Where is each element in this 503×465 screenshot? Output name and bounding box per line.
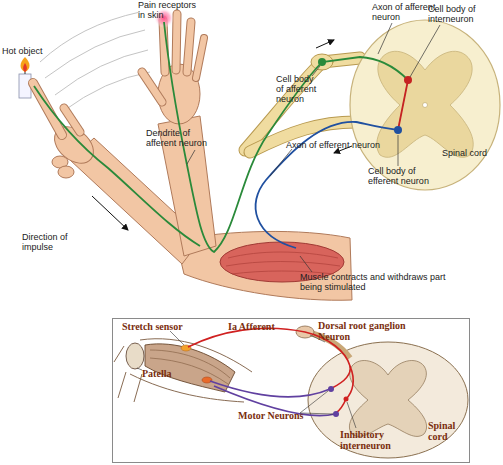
interneuron: [404, 76, 412, 84]
raised-arm: [176, 14, 177, 70]
leader-lines: [410, 25, 440, 77]
leader-lines: [270, 149, 292, 176]
interneuron: [398, 76, 412, 130]
leader-lines: [187, 150, 195, 164]
motor-neuron: [333, 411, 339, 417]
callout-label: Motor Neurons: [238, 410, 323, 421]
raised-arm: [196, 38, 204, 78]
ia-afferent: [346, 366, 353, 399]
callout-label: Spinal cord: [442, 148, 500, 158]
knee-sketch: [126, 343, 144, 369]
candle: [21, 57, 30, 72]
motor-neuron: [328, 386, 334, 392]
callout-label: Inhibitory interneuron: [340, 429, 406, 451]
spinal-cord-section: [350, 20, 500, 190]
interneuron: [398, 80, 408, 130]
motion-lines: [62, 72, 150, 112]
raised-arm: [187, 22, 191, 72]
afferent-neuron: [164, 22, 408, 252]
callout-label: Dendrite of afferent neuron: [146, 128, 218, 148]
raised-arm: [187, 22, 191, 72]
spinal-cord-sketch: [308, 342, 468, 458]
stretch-reflex-panel: [113, 319, 470, 463]
efferent-neuron: [394, 126, 402, 134]
callout-label: Direction of impulse: [22, 232, 82, 252]
stretch-reflex-panel: [113, 319, 470, 463]
afferent-neuron: [318, 58, 326, 66]
raised-arm: [176, 14, 177, 70]
callout-label: Ia Afferent: [228, 321, 300, 332]
callout-label: Hot object: [2, 46, 62, 56]
panel-leader-lines: [170, 331, 184, 345]
motion-lines: [40, 12, 140, 62]
knee-sketch: [134, 374, 142, 402]
callout-label: Cell body of interneuron: [428, 4, 490, 24]
callout-label: Pain receptors in skin: [138, 0, 204, 20]
impulse-arrows: [92, 40, 352, 230]
candle: [19, 57, 31, 98]
nerve-roots: [311, 54, 333, 70]
panel-leader-lines: [347, 402, 356, 428]
nerve-roots: [245, 54, 360, 152]
callout-label: Cell body of efferent neuron: [368, 166, 440, 186]
knee-sketch: [114, 346, 124, 362]
callout-label: Axon of efferent neuron: [286, 140, 396, 150]
spinal-cord-sketch: [349, 360, 426, 436]
panel-leader-lines: [137, 331, 356, 428]
panel-leader-lines: [300, 391, 328, 413]
callout-label: Muscle contracts and withdraws part bein…: [300, 272, 450, 292]
impulse-arrows: [316, 40, 334, 48]
spinal-cord-section: [423, 103, 428, 108]
motion-lines: [45, 30, 145, 78]
afferent-neuron: [34, 22, 408, 252]
spinal-cord-section: [350, 20, 500, 190]
ia-afferent: [336, 399, 346, 413]
leader-lines: [398, 135, 399, 166]
motor-neuron: [210, 381, 330, 397]
afferent-neuron: [34, 86, 200, 246]
leader-lines: [378, 23, 392, 54]
panel-leader-lines: [300, 413, 333, 414]
callout-label: Spinal cord: [428, 420, 468, 442]
callout-label: Dorsal root ganglion Neuron: [318, 320, 423, 342]
reaching-arm: [58, 166, 74, 178]
ia-afferent: [344, 397, 349, 402]
leader-lines: [187, 23, 440, 272]
callout-label: Cell body of afferent neuron: [276, 74, 322, 104]
knee-sketch: [202, 377, 212, 383]
raised-arm: [142, 72, 162, 102]
leader-lines: [300, 256, 312, 272]
callout-label: Stretch sensor: [122, 321, 212, 332]
raised-arm: [142, 72, 162, 102]
impulse-arrows: [92, 196, 128, 230]
raised-arm: [196, 38, 204, 78]
knee-sketch: [118, 372, 126, 398]
candle: [23, 63, 27, 72]
motion-lines: [40, 12, 150, 112]
upper-arm: [226, 252, 340, 274]
callout-label: Patella: [142, 368, 192, 379]
panel-leader-lines: [137, 368, 142, 370]
